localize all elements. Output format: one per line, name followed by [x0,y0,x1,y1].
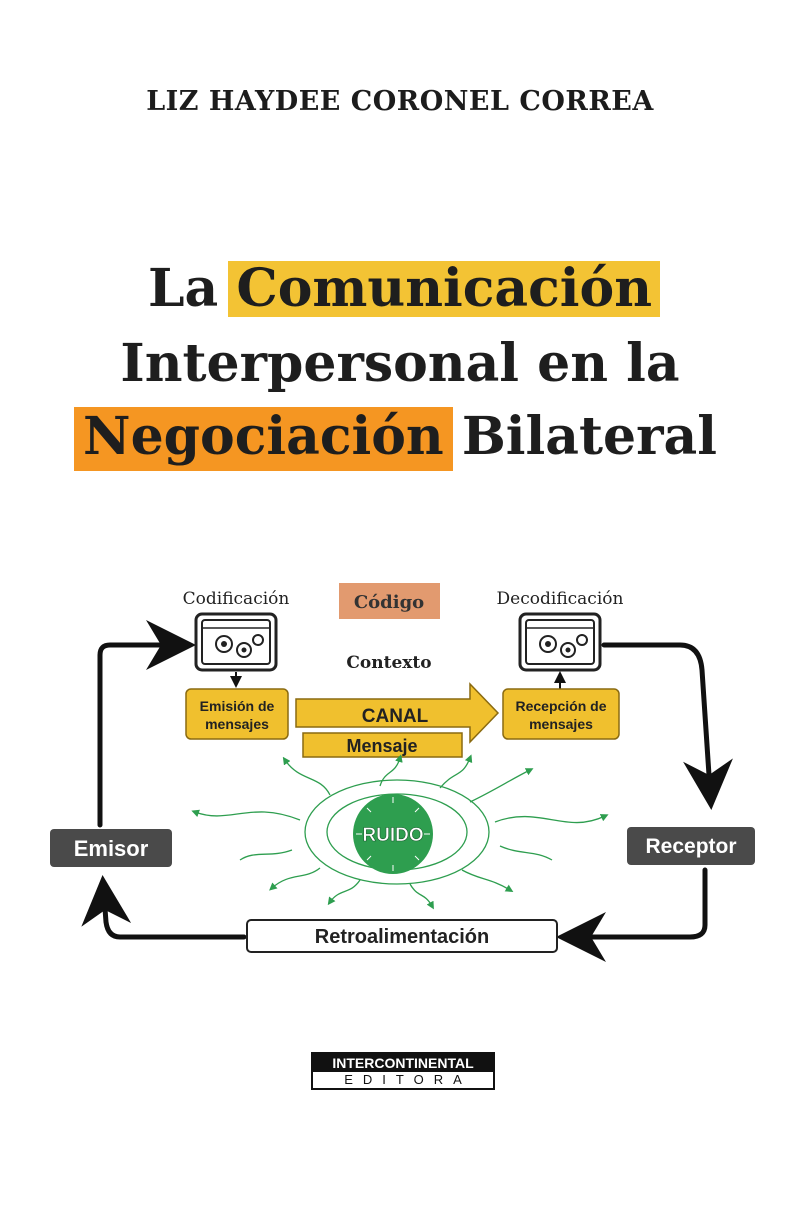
canal-arrow [295,682,500,744]
publisher-logo: INTERCONTINENTAL EDITORA [311,1052,495,1090]
mensaje-box [302,732,463,758]
label-emisor: Emisor [74,836,149,861]
receptor-box [627,827,755,865]
retroalimentacion-box [246,919,558,953]
publisher-name: INTERCONTINENTAL [313,1054,493,1072]
label-ruido: RUIDO [362,825,423,846]
label-decodificacion: Decodificación [497,589,624,609]
noise-circle [353,794,433,874]
title-word-la: La [147,258,219,319]
label-codificacion: Codificación [183,589,290,609]
arrow-decodificacion-to-receptor [601,642,733,810]
emisor-box [50,829,172,867]
noise-cloud [191,754,609,910]
recepcion-line2: mensajes [529,716,593,732]
title-line-2: Interpersonal en la [120,333,680,394]
arrow-receptor-to-retro [556,867,708,962]
noise-rays [356,797,430,871]
title-word-bilateral: Bilateral [461,406,717,467]
label-mensaje: Mensaje [346,736,417,756]
emision-line1: Emisión de [200,698,275,714]
label-codigo: Código [354,592,424,613]
title-word-negociacion: Negociación [83,406,444,467]
loop-arrows [81,620,733,962]
gears-window-icon-left [194,612,278,672]
label-canal: CANAL [362,706,429,727]
emision-box [185,688,289,740]
label-contexto: Contexto [346,653,431,673]
title-highlight-orange [74,407,453,471]
author-name: LIZ HAYDEE CORONEL CORREA [146,86,654,117]
gears-window-icon-right [518,612,602,672]
label-receptor: Receptor [645,835,736,858]
title-word-comunicacion: Comunicación [236,258,653,319]
recepcion-line1: Recepción de [515,698,606,714]
emision-line2: mensajes [205,716,269,732]
communication-diagram: Codificación Código Decodificación Conte… [50,583,755,962]
codigo-box [339,583,440,619]
label-retroalimentacion: Retroalimentación [315,926,489,948]
recepcion-box [502,688,620,740]
arrow-emisor-to-codificacion [97,620,196,828]
title-line-3: Negociación Bilateral [0,411,800,463]
arrow-retro-to-emisor [81,875,247,940]
publisher-subtitle: EDITORA [344,1072,472,1087]
title-highlight-yellow [228,261,660,317]
title-line-1: La Comunicación [0,263,800,315]
